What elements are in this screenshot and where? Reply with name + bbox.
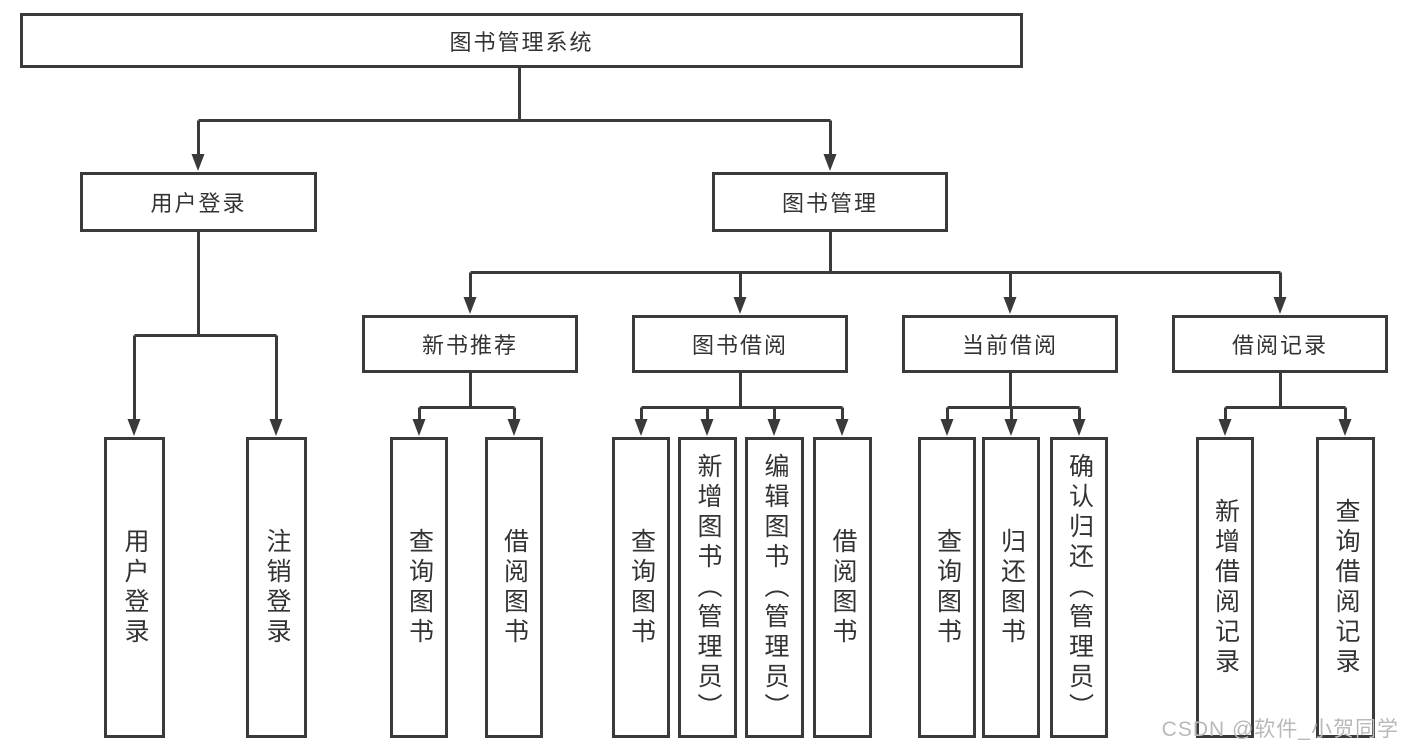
leaf-label: 借阅图书 (829, 527, 857, 648)
node-book-borrowing: 图书借阅 (632, 315, 848, 373)
node-label: 图书借阅 (691, 333, 788, 358)
node-label: 用户登录 (150, 191, 247, 216)
node-label: 图书管理 (781, 191, 878, 216)
leaf-borrow-books-1: 借阅图书 (485, 437, 543, 738)
node-root-label: 图书管理系统 (449, 29, 594, 55)
leaf-user-login: 用户登录 (104, 437, 165, 738)
leaf-logout: 注销登录 (246, 437, 307, 738)
leaf-label: 注销登录 (263, 527, 291, 648)
leaf-label: 查询借阅记录 (1332, 497, 1360, 678)
connector-root-to-level2 (191, 68, 837, 171)
node-label: 借阅记录 (1231, 333, 1328, 358)
connector-new-book-children (412, 373, 521, 436)
leaf-label: 编辑图书（管理员） (761, 452, 789, 723)
leaf-query-books-2: 查询图书 (612, 437, 670, 738)
node-borrowing-records: 借阅记录 (1172, 315, 1388, 373)
leaf-label: 新增借阅记录 (1211, 497, 1240, 678)
node-user-login-branch: 用户登录 (80, 172, 317, 232)
leaf-label: 查询图书 (405, 527, 434, 648)
leaf-add-books-admin: 新增图书（管理员） (678, 437, 737, 738)
leaf-return-books: 归还图书 (982, 437, 1040, 738)
connector-book-borrow-children (634, 373, 849, 436)
leaf-label: 用户登录 (121, 527, 149, 648)
connector-book-mgmt-children (463, 232, 1287, 314)
connector-current-borrow-children (940, 373, 1086, 436)
leaf-query-books-3: 查询图书 (918, 437, 976, 738)
node-new-book-recommend: 新书推荐 (362, 315, 578, 373)
node-current-borrowing: 当前借阅 (902, 315, 1118, 373)
leaf-query-borrow-record: 查询借阅记录 (1316, 437, 1375, 738)
leaf-label: 查询图书 (627, 527, 656, 648)
connector-borrow-record-children (1218, 373, 1352, 436)
connector-user-login-children (127, 232, 283, 436)
leaf-edit-books-admin: 编辑图书（管理员） (745, 437, 804, 738)
leaf-label: 借阅图书 (500, 527, 529, 648)
leaf-add-borrow-record: 新增借阅记录 (1196, 437, 1254, 738)
node-label: 当前借阅 (961, 333, 1058, 358)
leaf-borrow-books-2: 借阅图书 (813, 437, 872, 738)
leaf-label: 确认归还（管理员） (1065, 452, 1094, 723)
node-label: 新书推荐 (421, 333, 518, 358)
leaf-query-books-1: 查询图书 (390, 437, 448, 738)
node-root-system: 图书管理系统 (20, 13, 1023, 68)
leaf-label: 归还图书 (997, 527, 1026, 648)
leaf-label: 新增图书（管理员） (694, 452, 722, 723)
leaf-label: 查询图书 (933, 527, 962, 648)
node-book-management-branch: 图书管理 (712, 172, 948, 232)
leaf-confirm-return-admin: 确认归还（管理员） (1050, 437, 1108, 738)
